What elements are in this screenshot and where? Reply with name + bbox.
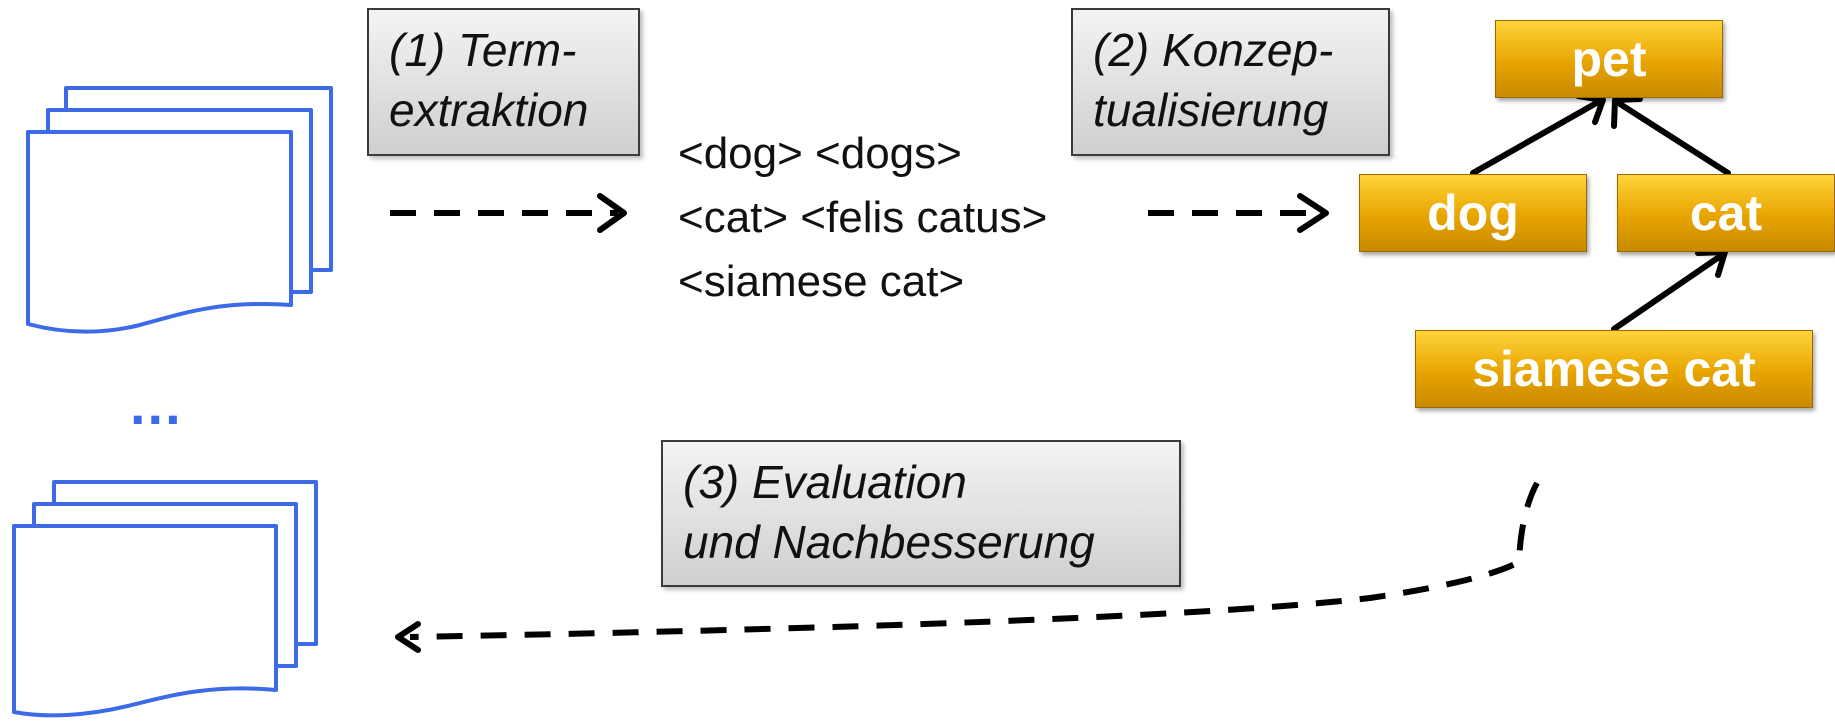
term-line: <cat> <felis catus> — [678, 193, 1048, 242]
edge-siamese-to-cat — [1611, 252, 1725, 332]
concept-node-cat: cat — [1617, 174, 1835, 252]
edge-dog-to-pet — [1470, 98, 1603, 176]
more-documents-ellipsis: ... — [130, 373, 183, 436]
step-term-extraction-box: (1) Term- extraktion — [367, 8, 640, 156]
document-stack-bottom-icon — [12, 480, 318, 718]
term-line: <dog> <dogs> — [678, 129, 962, 178]
step-1-line-1: (1) Term- — [389, 24, 577, 76]
step-2-line-1: (2) Konzep- — [1093, 24, 1334, 76]
step-1-line-2: extraktion — [389, 84, 589, 136]
step-evaluation-box: (3) Evaluation und Nachbesserung — [661, 440, 1181, 587]
arrowhead-cat-to-pet-icon — [1611, 96, 1643, 129]
concept-node-siamese-cat: siamese cat — [1415, 330, 1813, 408]
arrowhead-siamese-to-cat-icon — [1695, 249, 1728, 278]
term-line: <siamese cat> — [678, 257, 965, 306]
step-2-line-2: tualisierung — [1093, 84, 1329, 136]
edge-cat-to-pet — [1617, 101, 1731, 176]
concept-node-dog: dog — [1359, 174, 1587, 252]
concept-node-pet: pet — [1495, 20, 1723, 98]
dashed-arrow-extraction — [390, 193, 627, 233]
dashed-arrow-evaluation — [395, 481, 1540, 653]
extracted-terms-list: <dog> <dogs> <cat> <felis catus> <siames… — [678, 122, 1047, 314]
step-3-line-1: (3) Evaluation — [683, 456, 967, 508]
step-conceptualization-box: (2) Konzep- tualisierung — [1071, 8, 1390, 156]
step-3-line-2: und Nachbesserung — [683, 516, 1095, 568]
document-stack-top-icon — [26, 86, 333, 334]
dashed-arrow-conceptualization — [1148, 193, 1329, 233]
